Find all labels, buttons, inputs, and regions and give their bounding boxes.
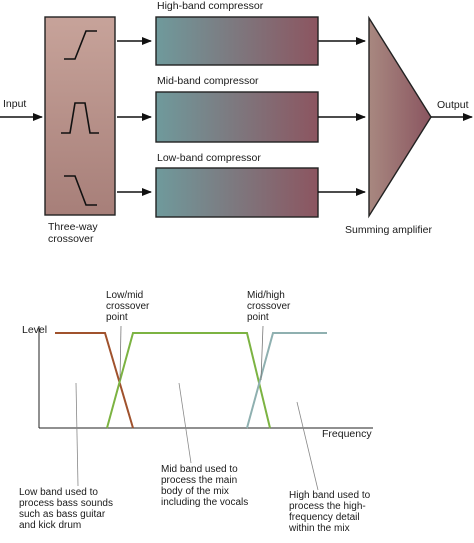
level-axis-label: Level: [22, 324, 47, 336]
mid-band-pointer: [178, 382, 192, 464]
summing-amplifier: [368, 15, 432, 219]
low-mid-crossover-pointer: [119, 325, 122, 381]
frequency-axis-label: Frequency: [322, 428, 372, 440]
crossover-label: Three-way crossover: [48, 221, 101, 245]
bandpass-icon: [61, 102, 99, 134]
summing-label: Summing amplifier: [345, 224, 432, 236]
high-compressor-label: High-band compressor: [157, 0, 264, 12]
highpass-icon: [64, 30, 97, 60]
crossover-box: [44, 16, 116, 216]
mid-band-compressor: [155, 91, 319, 143]
low-mid-crossover-label: Low/mid crossover point: [106, 290, 152, 323]
high-band-pointer: [296, 401, 319, 491]
high-band-compressor: [155, 16, 319, 66]
mid-high-crossover-label: Mid/high crossover point: [247, 290, 293, 323]
low-band-note: Low band used to process bass sounds suc…: [19, 487, 116, 531]
mid-band-note: Mid band used to process the main body o…: [161, 464, 248, 508]
high-band-note: High band used to process the high- freq…: [288, 490, 373, 534]
low-band-curve: [55, 332, 134, 429]
low-compressor-label: Low-band compressor: [157, 152, 261, 164]
mid-band-curve: [106, 332, 271, 429]
lowpass-icon: [64, 175, 97, 206]
low-band-pointer: [75, 382, 79, 487]
high-band-curve: [246, 332, 327, 429]
input-label: Input: [3, 98, 26, 110]
output-label: Output: [437, 99, 469, 111]
mid-compressor-label: Mid-band compressor: [157, 75, 259, 87]
mid-high-crossover-pointer: [260, 325, 264, 381]
low-band-compressor: [155, 167, 319, 218]
